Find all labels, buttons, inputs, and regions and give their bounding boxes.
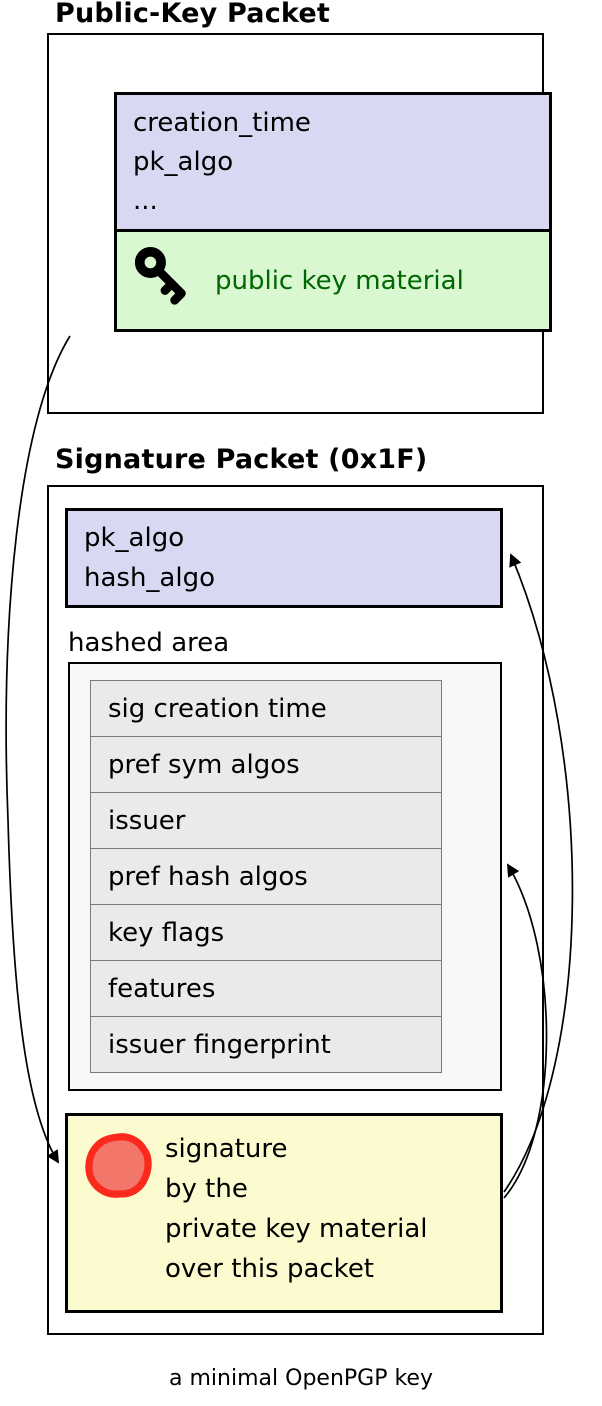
- field-pk-algo: pk_algo: [133, 147, 234, 177]
- public-key-packet-title: Public-Key Packet: [55, 0, 330, 29]
- subpacket-row: pref sym algos: [90, 736, 442, 793]
- public-key-packet-box: creation_time pk_algo ... public key mat…: [47, 33, 552, 414]
- public-key-header-section: creation_time pk_algo ...: [117, 95, 549, 232]
- signature-line: by the: [165, 1174, 248, 1204]
- field-sig-pk-algo: pk_algo: [84, 523, 185, 553]
- key-icon: [129, 246, 197, 315]
- signature-value-box: signature by the private key material ov…: [65, 1113, 503, 1313]
- hashed-area-label: hashed area: [68, 628, 230, 658]
- signature-packet-title: Signature Packet (0x1F): [55, 444, 428, 475]
- signature-line: signature: [165, 1134, 288, 1164]
- subpacket-list: sig creation time pref sym algos issuer …: [90, 680, 442, 1073]
- subpacket-row: pref hash algos: [90, 848, 442, 905]
- public-key-material-section: public key material: [117, 232, 549, 329]
- subpacket-row: issuer fingerprint: [90, 1016, 442, 1073]
- subpacket-row: issuer: [90, 792, 442, 849]
- subpacket-row: sig creation time: [90, 680, 442, 737]
- diagram-caption: a minimal OpenPGP key: [169, 1366, 433, 1391]
- subpacket-row: features: [90, 960, 442, 1017]
- hashed-area-box: sig creation time pref sym algos issuer …: [68, 662, 502, 1091]
- public-key-packet-contents: creation_time pk_algo ... public key mat…: [114, 92, 552, 332]
- signature-header-box: pk_algo hash_algo: [65, 508, 503, 608]
- seal-icon: [81, 1129, 153, 1205]
- field-ellipsis: ...: [133, 186, 158, 216]
- field-sig-hash-algo: hash_algo: [84, 563, 216, 593]
- subpacket-row: key flags: [90, 904, 442, 961]
- signature-line: over this packet: [165, 1254, 375, 1284]
- signature-line: private key material: [165, 1214, 428, 1244]
- signature-description: signature by the private key material ov…: [165, 1129, 428, 1289]
- field-creation-time: creation_time: [133, 108, 311, 138]
- public-key-material-label: public key material: [215, 265, 464, 296]
